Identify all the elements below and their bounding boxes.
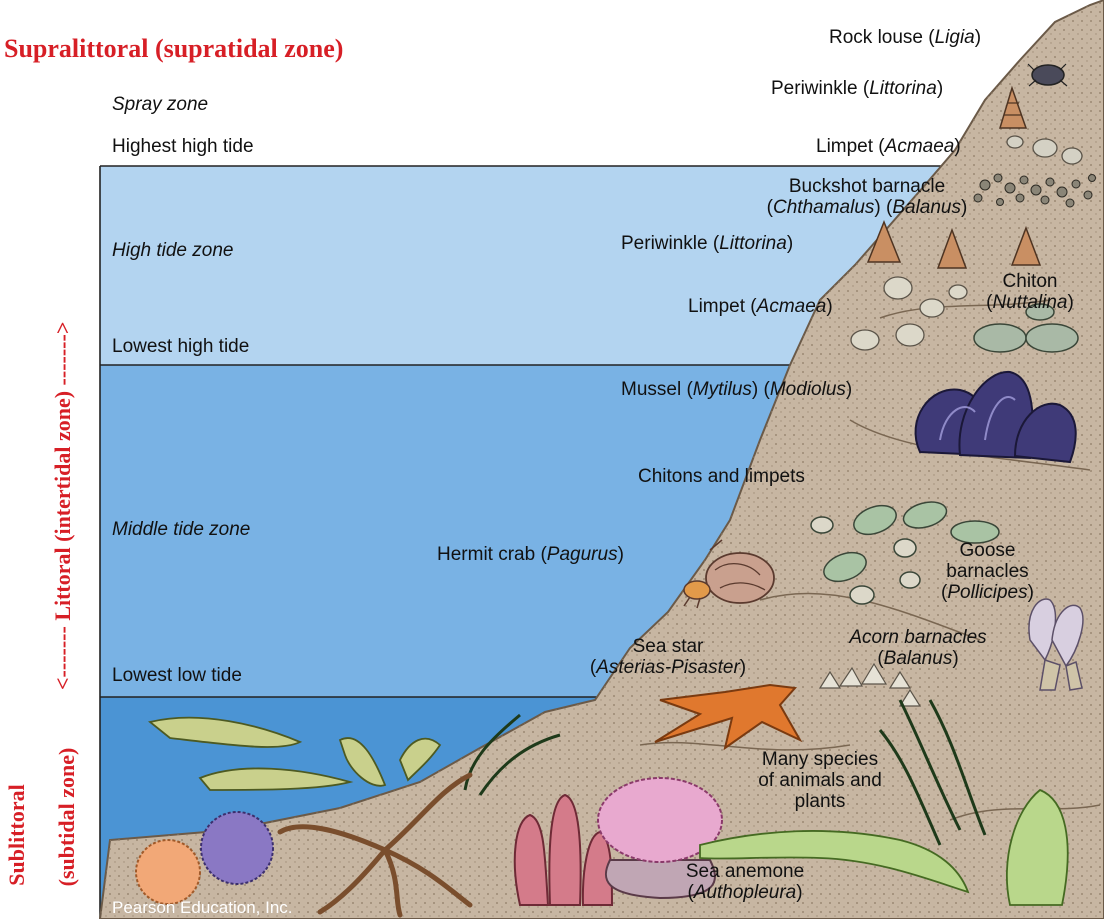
limpet-top-label: Limpet (Acmaea)	[816, 137, 961, 158]
sea-star-label: Sea star (Asterias-Pisaster)	[568, 637, 768, 679]
acorn-barnacles-label: Acorn barnacles (Balanus)	[818, 628, 1018, 670]
high-tide-zone-label: High tide zone	[112, 241, 233, 262]
lowest-high-tide-label: Lowest high tide	[112, 337, 249, 358]
limpet-mid-label: Limpet (Acmaea)	[688, 297, 833, 318]
supralittoral-zone-header: Supralittoral (supratidal zone)	[4, 34, 343, 64]
chiton-label: Chiton (Nuttalina)	[960, 272, 1100, 314]
lowest-low-tide-label: Lowest low tide	[112, 666, 242, 687]
sea-anemone-label: Sea anemone (Authopleura)	[660, 862, 830, 904]
chitons-limpets-label: Chitons and limpets	[638, 467, 805, 488]
highest-high-tide-label: Highest high tide	[112, 137, 254, 158]
sublittoral-zone-header: Sublittoral	[4, 755, 30, 915]
subtidal-zone-subheader: (subtidal zone)	[54, 719, 80, 915]
hermit-crab-label: Hermit crab (Pagurus)	[437, 545, 624, 566]
periwinkle-top-label: Periwinkle (Littorina)	[771, 79, 943, 100]
littoral-zone-header: <------- Littoral (intertidal zone) ----…	[50, 322, 76, 690]
periwinkle-mid-label: Periwinkle (Littorina)	[621, 234, 793, 255]
credit-text: Pearson Education, Inc.	[112, 898, 293, 918]
spray-zone-label: Spray zone	[112, 95, 208, 116]
middle-tide-zone-label: Middle tide zone	[112, 520, 250, 541]
mussel-label: Mussel (Mytilus) (Modiolus)	[621, 380, 852, 401]
buckshot-barnacle-label: Buckshot barnacle (Chthamalus) (Balanus)	[722, 177, 1012, 219]
rock-louse-label: Rock louse (Ligia)	[829, 28, 981, 49]
many-species-label: Many species of animals and plants	[720, 750, 920, 813]
goose-barnacles-label: Goose barnacles (Pollicipes)	[915, 541, 1060, 604]
